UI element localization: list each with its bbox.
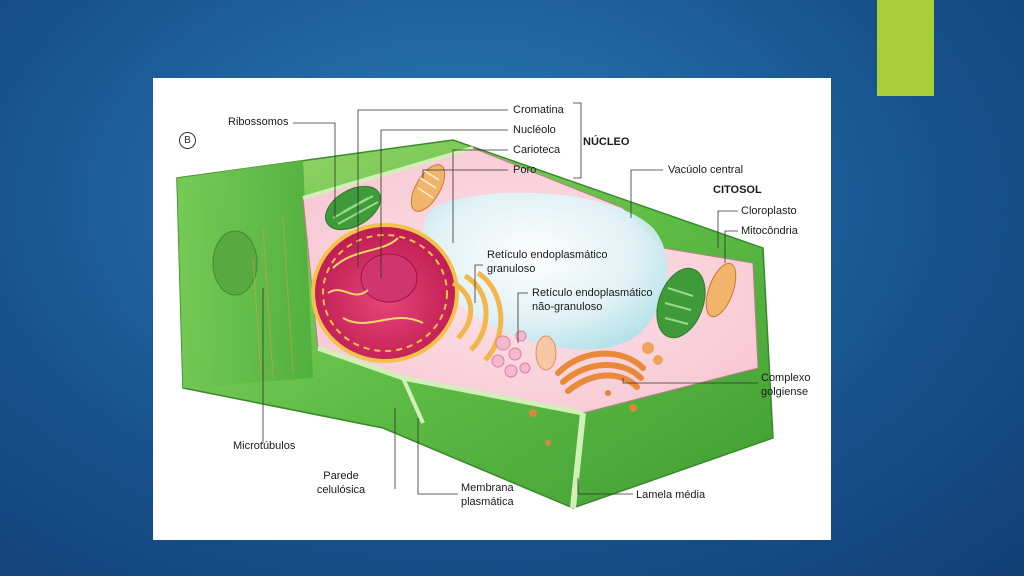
label-membrana-2: plasmática <box>461 496 514 508</box>
label-lamela-media: Lamela média <box>636 489 706 501</box>
figure-panel: B Ribossomos Cromatina Nucléolo Cariotec… <box>153 78 831 540</box>
label-carioteca: Carioteca <box>513 144 561 156</box>
label-cromatina: Cromatina <box>513 104 564 116</box>
label-reticulo-granuloso-1: Retículo endoplasmático <box>487 249 608 261</box>
label-mitocondria: Mitocôndria <box>741 225 798 237</box>
label-microtubulos: Microtúbulos <box>233 440 296 452</box>
panel-tag: B <box>179 132 196 149</box>
label-reticulo-granuloso-2: granuloso <box>487 263 536 275</box>
label-nucleolo: Nucléolo <box>513 124 556 136</box>
label-poro: Poro <box>513 164 537 176</box>
label-ribossomos: Ribossomos <box>228 116 289 128</box>
accent-bar <box>877 0 934 96</box>
label-complexo-1: Complexo <box>761 372 811 384</box>
label-reticulo-nao-granuloso-1: Retículo endoplasmático <box>532 287 653 299</box>
label-parede-1: Parede <box>323 470 359 482</box>
label-vacuolo-central: Vacúolo central <box>668 164 744 176</box>
label-complexo-2: golgiense <box>761 386 809 398</box>
label-cloroplasto: Cloroplasto <box>741 205 797 217</box>
plant-cell-diagram <box>176 102 774 509</box>
label-membrana-1: Membrana <box>461 482 514 494</box>
label-reticulo-nao-granuloso-2: não-granuloso <box>532 301 603 313</box>
label-nucleo: NÚCLEO <box>583 136 630 148</box>
label-citosol: CITOSOL <box>713 184 762 196</box>
label-parede-2: celulósica <box>316 484 366 496</box>
